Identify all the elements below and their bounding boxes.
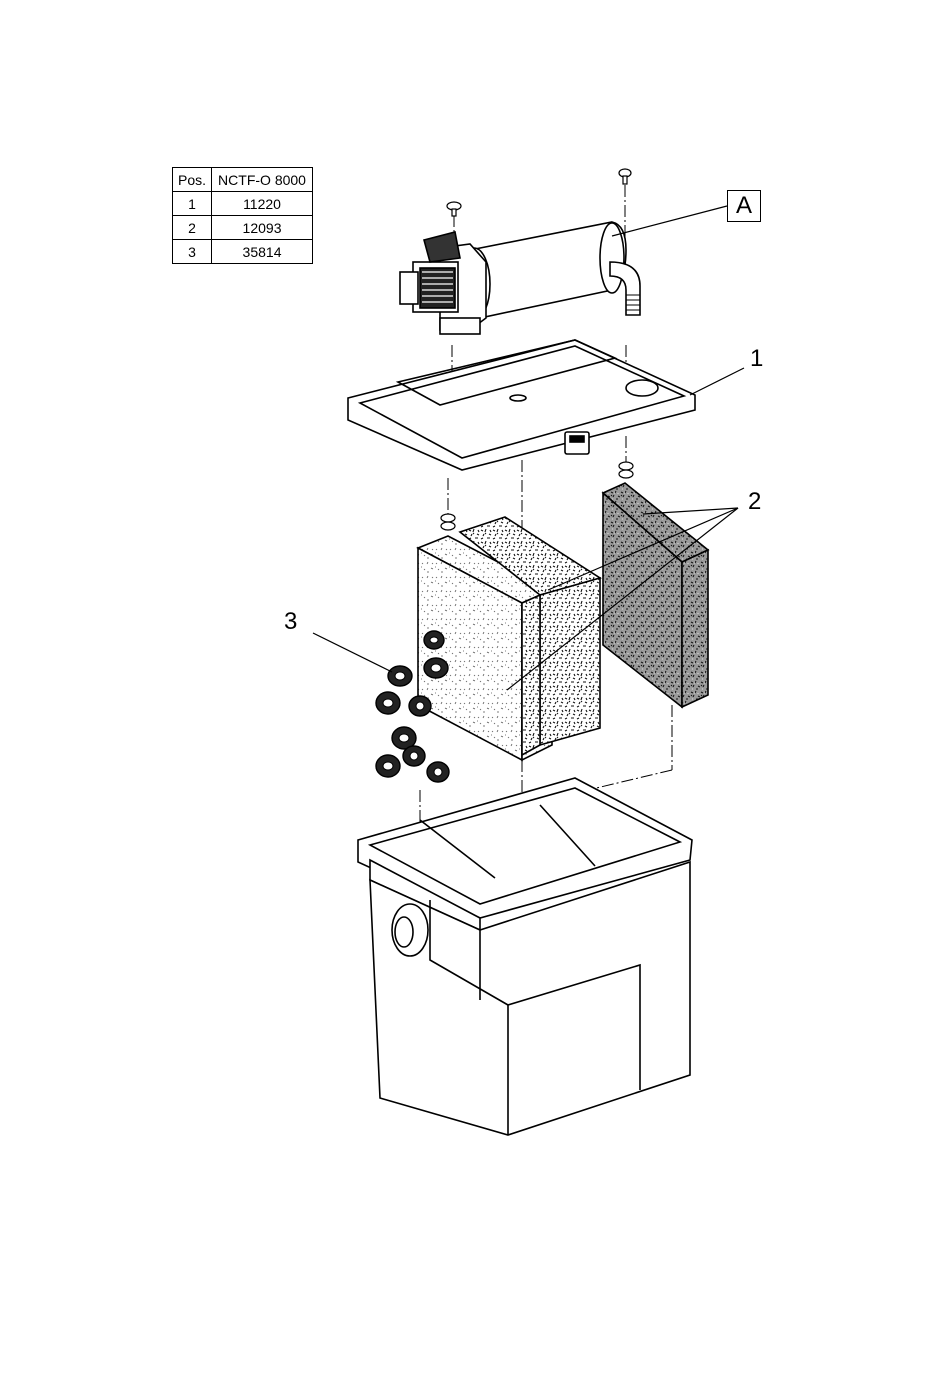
parts-table: Pos. NCTF-O 8000 1 11220 2 12093 3 35814 — [172, 167, 313, 264]
uvc-clarifier-unit — [400, 222, 640, 334]
callout-1: 1 — [750, 347, 763, 371]
filter-lid — [348, 340, 695, 470]
filter-foam-dark — [603, 483, 708, 707]
row-pos: 3 — [173, 240, 212, 264]
table-row: 3 35814 — [173, 240, 313, 264]
row-number: 35814 — [212, 240, 313, 264]
parts-table-header-row: Pos. NCTF-O 8000 — [173, 168, 313, 192]
header-pos: Pos. — [173, 168, 212, 192]
header-model: NCTF-O 8000 — [212, 168, 313, 192]
screw-right — [619, 169, 631, 184]
table-row: 2 12093 — [173, 216, 313, 240]
table-row: 1 11220 — [173, 192, 313, 216]
row-pos: 2 — [173, 216, 212, 240]
filter-housing — [358, 778, 692, 1135]
row-pos: 1 — [173, 192, 212, 216]
callout-3: 3 — [284, 610, 297, 634]
row-number: 11220 — [212, 192, 313, 216]
callout-2: 2 — [748, 490, 761, 514]
row-number: 12093 — [212, 216, 313, 240]
callout-a: A — [727, 190, 761, 222]
screw-left — [447, 202, 461, 216]
